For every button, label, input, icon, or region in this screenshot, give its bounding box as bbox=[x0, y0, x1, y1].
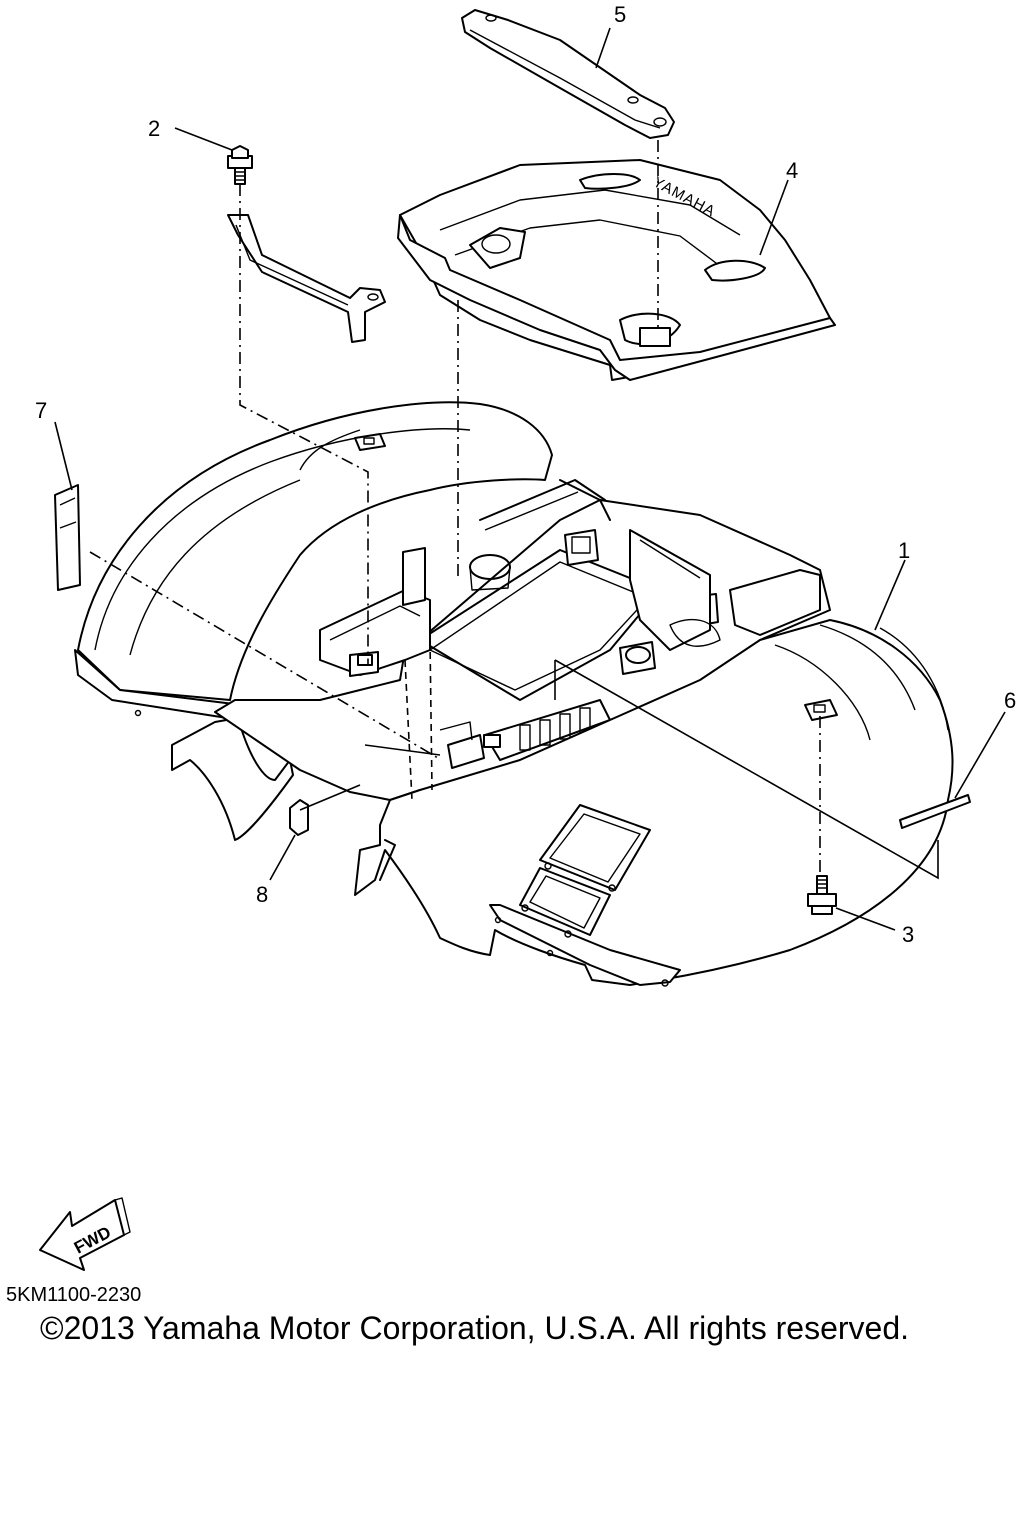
emblem-label bbox=[899, 794, 971, 829]
callout-3: 3 bbox=[902, 922, 914, 947]
callout-2: 2 bbox=[148, 116, 160, 141]
reflector bbox=[54, 484, 81, 591]
rear-fender-cover: YAMAHA bbox=[397, 159, 836, 381]
carrier-bracket bbox=[461, 9, 675, 139]
bolt-2 bbox=[227, 145, 253, 185]
fwd-arrow-icon: FWD bbox=[39, 1197, 131, 1271]
copyright-notice: ©2013 Yamaha Motor Corporation, U.S.A. A… bbox=[40, 1310, 910, 1346]
callouts: 1 2 3 4 5 6 7 8 bbox=[35, 2, 1016, 947]
bolt-3 bbox=[807, 875, 837, 915]
rear-fender bbox=[74, 401, 954, 987]
clip bbox=[289, 799, 309, 836]
callout-5: 5 bbox=[614, 2, 626, 27]
assembly-lines bbox=[89, 140, 939, 880]
callout-6: 6 bbox=[1004, 688, 1016, 713]
callout-4: 4 bbox=[786, 158, 798, 183]
drawing-code: 5KM1100-2230 bbox=[6, 1284, 142, 1306]
callout-7: 7 bbox=[35, 398, 47, 423]
callout-8: 8 bbox=[256, 882, 268, 907]
callout-1: 1 bbox=[898, 538, 910, 563]
battery-stay bbox=[227, 214, 386, 343]
